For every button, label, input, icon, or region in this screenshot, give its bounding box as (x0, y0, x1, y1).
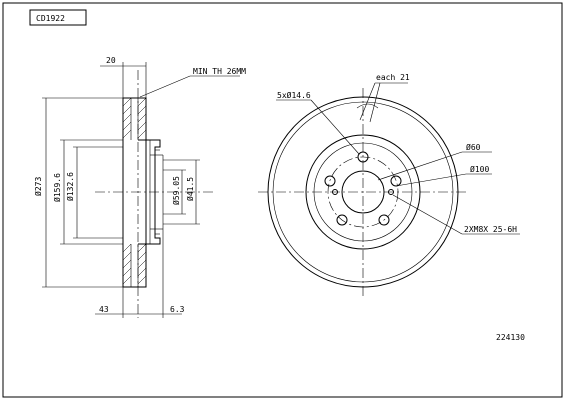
hat-inner-circle (313, 142, 413, 242)
hatch-line (122, 267, 132, 277)
hatch-upper (122, 97, 147, 139)
disc-outer-chamfer (272, 101, 454, 283)
leader-bolt-holes (310, 99, 360, 155)
hatch-line (122, 275, 132, 285)
hatch-line (122, 113, 132, 123)
hatch-line (122, 243, 132, 253)
leader-bolt-circle (395, 173, 467, 187)
hatch-line (137, 129, 147, 139)
hatch-line (137, 97, 147, 107)
threaded-hole (388, 189, 394, 195)
hatch-line (122, 105, 132, 115)
leader-threaded (392, 194, 463, 235)
hatch-line (122, 97, 132, 107)
hatch-line (137, 243, 147, 253)
hatch-line (137, 251, 147, 261)
bolt-hole (336, 214, 348, 226)
bolt-circle (327, 156, 399, 228)
hatch-line (137, 275, 147, 285)
hatch-line (137, 259, 147, 269)
dim-top-width: 20 (106, 56, 116, 65)
drawing-code: CD1922 (36, 14, 65, 23)
hatch-line (122, 251, 132, 261)
dim-dia-hat-depth: Ø41.5 (185, 177, 195, 201)
angle-arc (356, 103, 379, 109)
bolt-holes-label: 5xØ14.6 (277, 90, 311, 100)
threaded-holes-label: 2XM8X 25-6H (464, 225, 517, 234)
hatch-line (137, 105, 147, 115)
center-bore (341, 170, 385, 214)
bolt-hole (324, 175, 336, 187)
hatch-line (122, 129, 132, 139)
hatch-line (137, 267, 147, 277)
dim-dia-outer: Ø273 (33, 177, 43, 196)
center-bore-label: Ø60 (466, 142, 481, 152)
min-thickness-label: MIN TH 26MM (193, 67, 246, 76)
leader-min-thickness (139, 75, 191, 98)
bolt-hole (390, 175, 402, 187)
vent-mark (369, 82, 381, 123)
bolt-hole (378, 214, 390, 226)
disc-outer-edge (267, 96, 459, 288)
hatch-line (122, 121, 132, 131)
hat-outer-circle (305, 134, 421, 250)
dim-dia-hat-outer: Ø159.6 (52, 173, 62, 202)
dim-bottom-left: 43 (99, 305, 109, 314)
each-angle-label: each 21 (376, 73, 410, 82)
bolt-hole (357, 151, 369, 163)
disc-ring-section (122, 97, 147, 288)
threaded-hole (332, 189, 338, 195)
side-view: Ø273 Ø159.6 Ø132.6 Ø59.05 Ø41.5 20 MIN T… (33, 56, 246, 318)
leader-center-bore (377, 151, 463, 181)
code-box (29, 9, 87, 26)
vent-mark (359, 82, 376, 121)
dim-dia-center: Ø59.05 (171, 176, 181, 205)
hatch-line (137, 113, 147, 123)
hat-section (138, 139, 161, 245)
bolt-circle-label: Ø100 (470, 164, 489, 174)
dim-dia-hat-inner: Ø132.6 (65, 172, 75, 201)
hatch-lower (122, 243, 147, 285)
dim-bottom-right: 6.3 (170, 305, 185, 314)
part-number: 224130 (496, 333, 525, 342)
front-view: 5xØ14.6 each 21 Ø60 Ø100 2XM8X 25-6H (258, 73, 520, 298)
hatch-line (122, 259, 132, 269)
hatch-line (137, 121, 147, 131)
